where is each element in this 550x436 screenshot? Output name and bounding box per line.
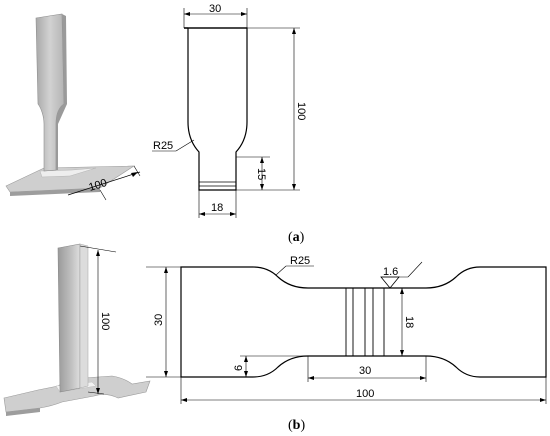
drawing-b-arrow-18-t (400, 288, 404, 294)
model-a-specimen-edge (56, 14, 67, 170)
caption-a-open: ( (288, 230, 293, 245)
drawing-b-r25-leader (275, 265, 287, 276)
drawing-b-label-6: 6 (233, 365, 245, 371)
caption-a-letter: a (293, 230, 300, 245)
drawing-b-label-r25: R25 (290, 255, 310, 267)
model-b: 100 (3, 243, 151, 416)
model-a-specimen (35, 13, 65, 172)
model-a-dim-100: 100 (87, 177, 108, 194)
drawing-b-arrow-100-l (181, 398, 187, 402)
drawing-a-label-18: 18 (211, 202, 223, 214)
drawing-a-outline (184, 27, 248, 191)
drawing-b-weld-symbol (380, 276, 400, 289)
drawing-a-label-r25: R25 (153, 140, 173, 152)
model-b-base-edge (6, 408, 40, 416)
drawing-b-label-30h: 30 (359, 365, 371, 377)
caption-b-open: ( (288, 418, 293, 433)
model-a-weld (39, 167, 97, 178)
model-a-dim-ext-1 (99, 189, 107, 201)
drawing-b-label-30v: 30 (153, 314, 165, 326)
drawing-a-arrow-15-b (260, 184, 264, 190)
drawing-a-arrow-18-l (199, 212, 205, 216)
model-b-arrow-100-b (96, 388, 100, 394)
drawing-b-arrow-30h-r (420, 376, 426, 380)
drawing-b-label-1-6: 1.6 (383, 266, 398, 278)
drawing-a-arrow-15-t (260, 157, 264, 163)
drawing-a-label-100: 100 (295, 102, 307, 120)
caption-b-close: ) (300, 418, 305, 433)
drawing-b-label-18: 18 (403, 316, 415, 328)
drawing-a-arrow-100-b (292, 184, 296, 190)
drawing-a-label-15: 15 (255, 168, 267, 180)
caption-b-letter: b (293, 418, 301, 433)
caption-a: (a) (288, 230, 305, 245)
drawing-a-arrow-30-r (241, 12, 247, 16)
model-b-arrow-100-t (96, 250, 100, 256)
model-a: 100 (5, 13, 141, 201)
drawing-b-arrow-6-b (244, 371, 248, 377)
model-b-specimen-side (79, 243, 89, 389)
model-a-base-plate (5, 165, 136, 193)
drawing-b-outline (180, 266, 547, 378)
drawing-b-arrow-100-r (540, 398, 546, 402)
model-b-ext-bottom (87, 391, 105, 395)
drawing-b-arrow-18-b (400, 350, 404, 356)
model-a-dim-line (67, 171, 141, 196)
drawing-b-arrow-30v-b (164, 371, 168, 377)
model-a-dim-ext-2 (133, 165, 141, 177)
model-b-ext-top (79, 245, 117, 253)
drawing-b-arrow-6-t (244, 356, 248, 362)
drawing-b-arrow-30v-t (164, 267, 168, 273)
drawing-a-arrow-18-r (230, 212, 236, 216)
drawing-a: 30 100 15 18 R25 (152, 3, 307, 218)
drawing-b: 30 18 6 30 100 R25 1 (146, 255, 547, 404)
drawing-b-weld-symbol-leader (407, 261, 423, 278)
caption-b: (b) (288, 418, 305, 433)
drawing-a-arrow-100-t (292, 28, 296, 34)
drawing-a-arrow-30-l (184, 12, 190, 16)
model-b-specimen (57, 243, 81, 393)
model-b-label-100: 100 (99, 312, 111, 330)
drawing-b-label-100: 100 (356, 388, 374, 400)
caption-a-close: ) (300, 230, 305, 245)
model-a-arrow-1 (131, 172, 138, 177)
drawing-a-label-30: 30 (209, 3, 221, 15)
drawing-b-arrow-30h-l (308, 376, 314, 380)
model-a-base-edge (10, 188, 100, 196)
drawing-a-r25-leader (175, 139, 195, 152)
